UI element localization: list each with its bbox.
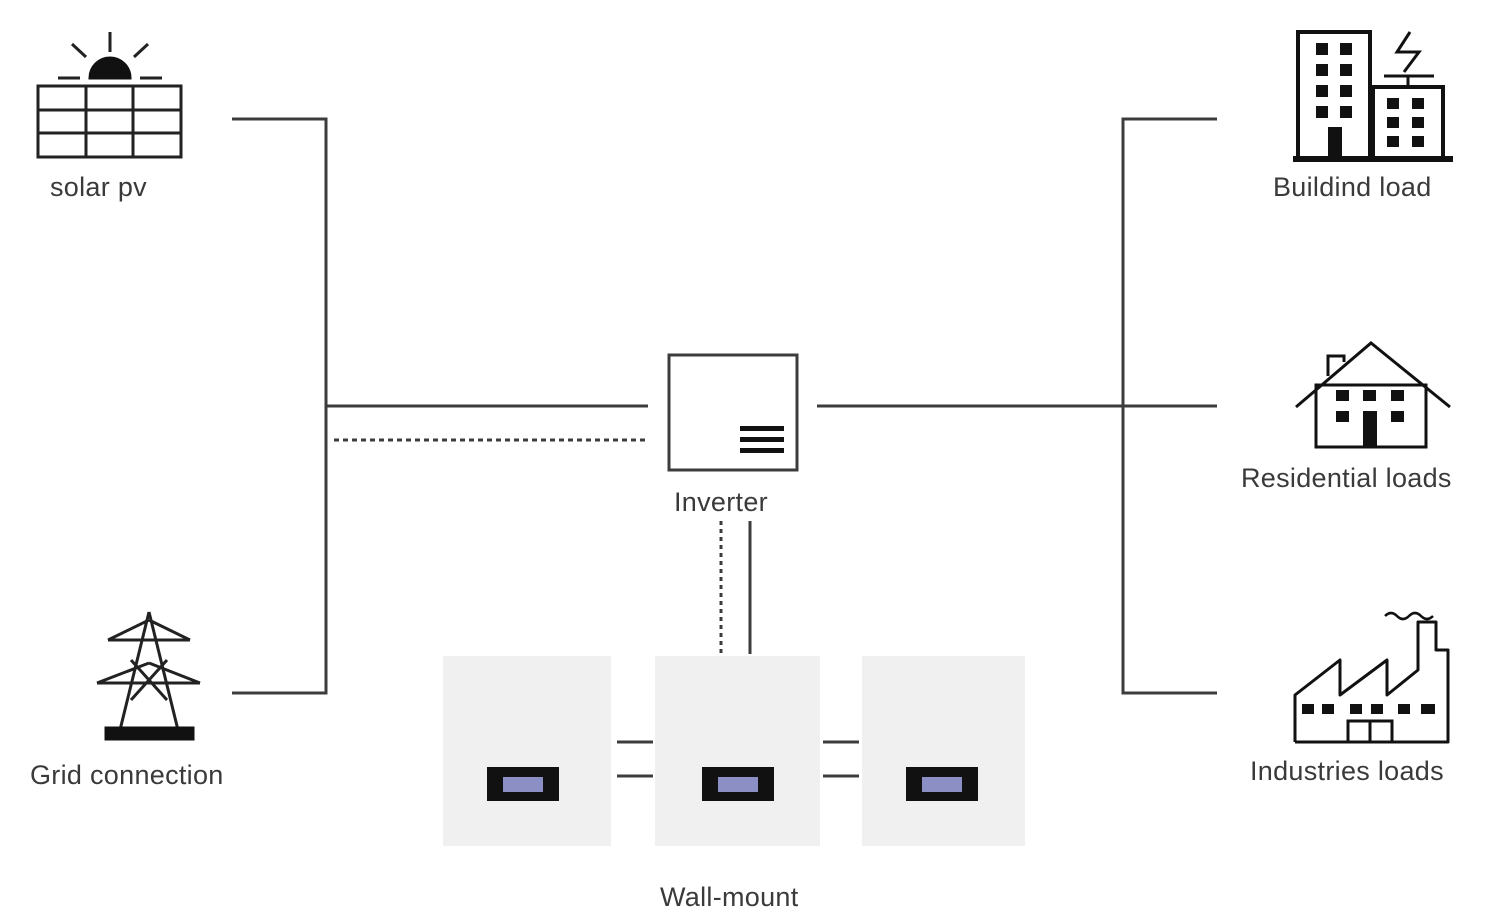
factory-icon xyxy=(1293,611,1450,744)
right-bus-lines xyxy=(817,117,1217,695)
transmission-tower-icon xyxy=(96,611,201,741)
solar-panel-icon xyxy=(36,32,183,159)
battery-unit-icon xyxy=(862,656,1025,846)
inverter-battery-lines xyxy=(719,521,752,654)
wall-mount-label: Wall-mount xyxy=(660,882,799,912)
house-icon xyxy=(1295,341,1451,449)
office-building-icon xyxy=(1293,30,1453,162)
inverter-label: Inverter xyxy=(674,487,768,517)
solar-pv-label: solar pv xyxy=(50,172,147,202)
solar-connector-line xyxy=(232,117,328,695)
battery-group xyxy=(443,656,1025,846)
battery-unit-icon xyxy=(443,656,611,846)
inverter-icon xyxy=(667,353,799,472)
left-bus-lines xyxy=(232,117,648,695)
residential-loads-label: Residential loads xyxy=(1241,463,1452,493)
industries-loads-label: Industries loads xyxy=(1250,756,1444,786)
grid-connection-label: Grid connection xyxy=(30,760,224,790)
building-load-label: Buildind load xyxy=(1273,172,1432,202)
battery-unit-icon xyxy=(655,656,820,846)
